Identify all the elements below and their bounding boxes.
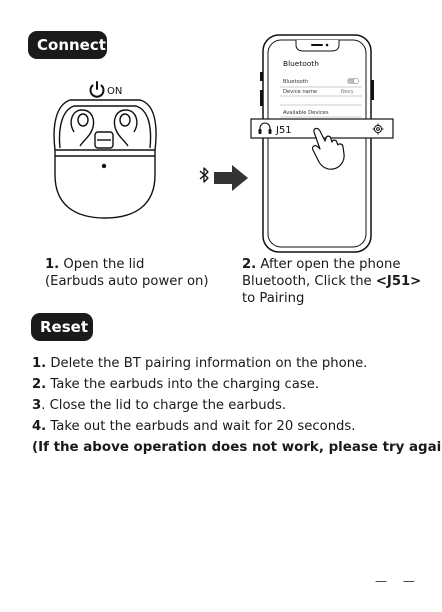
step-1-number: 1. (45, 257, 60, 272)
step-1-line2: (Earbuds auto power on) (45, 274, 209, 289)
step-2-device-name: <J51> (375, 274, 422, 289)
step-1-line1: Open the lid (63, 257, 145, 272)
bluetooth-icon (199, 167, 209, 183)
reset-header: Reset (31, 313, 93, 341)
charging-case-icon (53, 99, 157, 219)
device-name-j51[interactable]: J51 (275, 125, 292, 136)
gear-icon[interactable] (372, 123, 384, 135)
phone-bluetooth-row-label: Bluetooth (283, 79, 308, 85)
phone-bluetooth-title: Bluetooth (283, 59, 319, 68)
connect-step-1: 1. Open the lid (Earbuds auto power on) (45, 256, 235, 290)
arrow-right-icon (214, 165, 248, 191)
phone-available-devices-label: Available Devices (283, 110, 329, 116)
reset-step-2: 2. Take the earbuds into the charging ca… (32, 377, 320, 392)
reset-steps: 1. Delete the BT pairing information on … (32, 353, 442, 458)
headphones-icon (259, 122, 271, 133)
reset-step-1: 1. Delete the BT pairing information on … (32, 356, 368, 371)
reset-step-4: 4. Take out the earbuds and wait for 20 … (32, 419, 356, 434)
reset-warning: (If the above operation does not work, p… (32, 440, 442, 455)
phone-device-name-value: Nexy (341, 89, 354, 95)
power-icon (89, 81, 105, 98)
reset-step-3: 3. Close the lid to charge the earbuds. (32, 398, 287, 413)
pointing-hand-icon (311, 127, 345, 170)
step-2-line2: Bluetooth, Click the (242, 274, 376, 289)
phone-device-name-label: Device name (283, 89, 317, 95)
step-2-number: 2. (242, 257, 257, 272)
device-row-j51[interactable] (250, 118, 394, 139)
phone-illustration (260, 34, 374, 253)
footer-mark: — — (375, 574, 421, 588)
connect-step-2: 2. After open the phone Bluetooth, Click… (242, 256, 437, 307)
connect-header: Connect (28, 31, 107, 59)
step-2-line1: After open the phone (260, 257, 401, 272)
step-2-line3: to Pairing (242, 291, 305, 306)
power-on-label: ON (107, 86, 122, 97)
